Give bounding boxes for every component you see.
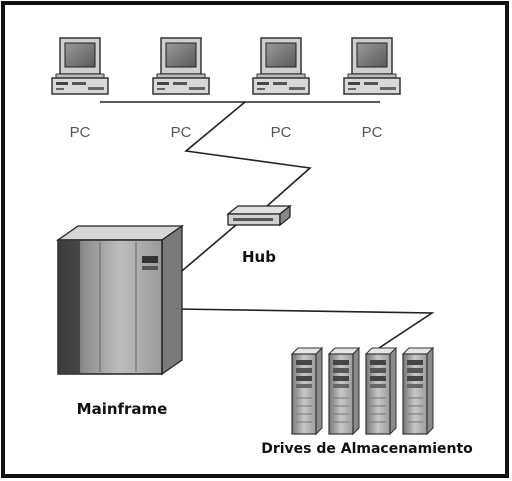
storage-drive-icon xyxy=(291,347,323,435)
storage-node: Drives de Almacenamiento xyxy=(261,347,473,457)
computer-icon xyxy=(343,37,401,95)
storage-drive-icon xyxy=(328,347,360,435)
hub-label: Hub xyxy=(242,248,276,266)
pc-node: PC xyxy=(252,37,310,141)
mainframe-label: Mainframe xyxy=(77,400,168,418)
pc-label: PC xyxy=(171,124,192,141)
pc-to-hub-cable xyxy=(184,101,312,215)
hub-to-mainframe-cable xyxy=(175,224,237,277)
pc-node: PC xyxy=(51,37,109,141)
computer-icon xyxy=(51,37,109,95)
storage-drive-icon xyxy=(365,347,397,435)
pc-label: PC xyxy=(70,124,91,141)
network-cables xyxy=(100,101,435,351)
storage-label: Drives de Almacenamiento xyxy=(261,441,473,457)
computer-icon xyxy=(252,37,310,95)
mainframe-icon xyxy=(55,224,185,376)
pc-label: PC xyxy=(362,124,383,141)
pc-node: PC xyxy=(152,37,210,141)
mainframe-to-storage-cable xyxy=(175,308,435,351)
mainframe-node: Mainframe xyxy=(55,224,185,418)
storage-drive-icon xyxy=(402,347,434,435)
pc-node: PC xyxy=(343,37,401,141)
computer-icon xyxy=(152,37,210,95)
pc-label: PC xyxy=(271,124,292,141)
hub-node: Hub xyxy=(226,204,292,266)
hub-icon xyxy=(226,204,292,227)
